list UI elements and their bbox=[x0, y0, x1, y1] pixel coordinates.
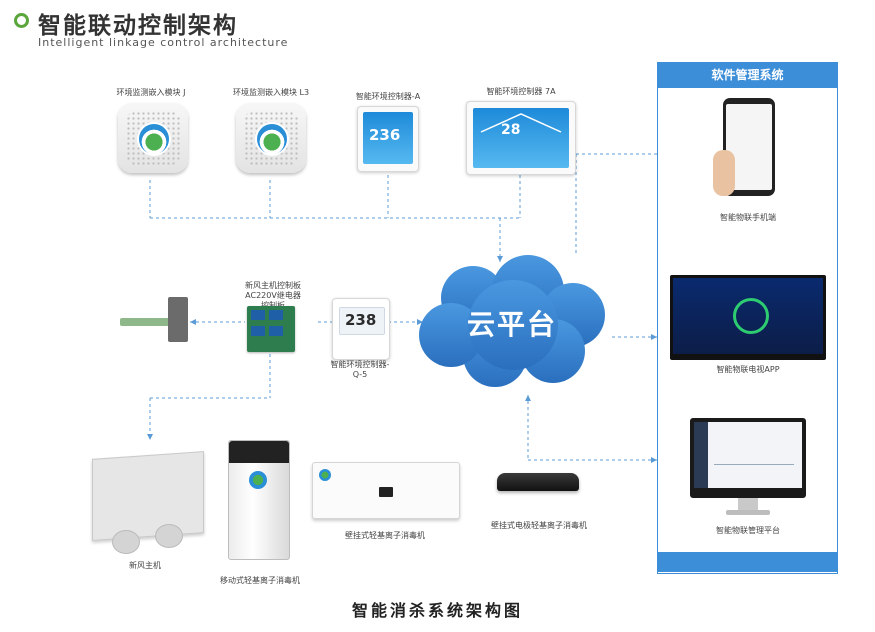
duct-port-icon bbox=[112, 530, 140, 554]
relay-control-board bbox=[247, 306, 295, 352]
controller-q5-device: 238 bbox=[332, 298, 390, 360]
air-sensor-probe bbox=[120, 318, 170, 326]
fresh-air-board-label-3: 控制板 bbox=[236, 301, 310, 311]
hand-graphic bbox=[713, 150, 735, 196]
fresh-air-host-label: 新风主机 bbox=[129, 561, 161, 570]
mobile-app-label: 智能物联手机端 bbox=[720, 213, 776, 222]
controller-q5-label-2: Q-5 bbox=[352, 370, 368, 379]
fresh-air-board-label-2: AC220V继电器 bbox=[245, 291, 301, 300]
leaf-logo-icon bbox=[249, 471, 267, 489]
wall-sterilizer2-device bbox=[497, 473, 579, 491]
cloud-platform-label: 云平台 bbox=[466, 308, 557, 341]
house-outline-icon bbox=[480, 113, 562, 133]
software-panel-footer bbox=[657, 552, 838, 572]
wall-sterilizer2-label: 壁挂式电极轻基离子消毒机 bbox=[491, 521, 587, 530]
controller-7a-value: 28 bbox=[501, 122, 521, 138]
controller-a-value: 236 bbox=[369, 126, 401, 144]
fresh-air-board-label-1: 新风主机控制板 bbox=[245, 281, 301, 290]
sensor-module-l3 bbox=[236, 103, 306, 173]
sensor-l3-label: 环境监测嵌入模块 L3 bbox=[232, 88, 310, 97]
mobile-sterilizer-label: 移动式轻基离子消毒机 bbox=[220, 576, 300, 585]
cloud-platform-icon bbox=[419, 255, 605, 387]
controller-q5-label-1: 智能环境控制器- bbox=[330, 360, 390, 369]
pc-platform-device bbox=[690, 418, 806, 518]
page-subtitle: Intelligent linkage control architecture bbox=[38, 36, 289, 49]
wall-sterilizer-device bbox=[312, 462, 460, 519]
page-title: 智能联动控制架构 bbox=[38, 13, 238, 39]
duct-port-icon bbox=[155, 524, 183, 548]
controller-7a-device: 28 bbox=[466, 101, 576, 175]
wall-sterilizer-label: 壁挂式轻基离子消毒机 bbox=[345, 531, 425, 540]
tv-app-label: 智能物联电视APP bbox=[716, 365, 780, 374]
pc-platform-label: 智能物联管理平台 bbox=[716, 526, 780, 535]
controller-a-label: 智能环境控制器-A bbox=[355, 92, 421, 101]
title-ring-icon bbox=[14, 13, 29, 28]
tv-app-device bbox=[670, 275, 826, 360]
leaf-logo-icon bbox=[137, 122, 171, 156]
mobile-sterilizer-device bbox=[228, 440, 290, 560]
diagram-caption: 智能消杀系统架构图 bbox=[351, 601, 523, 620]
leaf-logo-icon bbox=[255, 122, 289, 156]
controller-q5-value: 238 bbox=[345, 311, 377, 329]
software-panel-header: 软件管理系统 bbox=[657, 62, 838, 88]
controller-7a-label: 智能环境控制器 7A bbox=[486, 87, 556, 96]
air-sensor-housing bbox=[168, 297, 188, 342]
sensor-module-j bbox=[118, 103, 188, 173]
leaf-logo-icon bbox=[319, 469, 331, 481]
controller-a-device: 236 bbox=[357, 106, 419, 172]
sensor-j-label: 环境监测嵌入模块 J bbox=[116, 88, 186, 97]
fresh-air-host-device bbox=[92, 451, 204, 541]
